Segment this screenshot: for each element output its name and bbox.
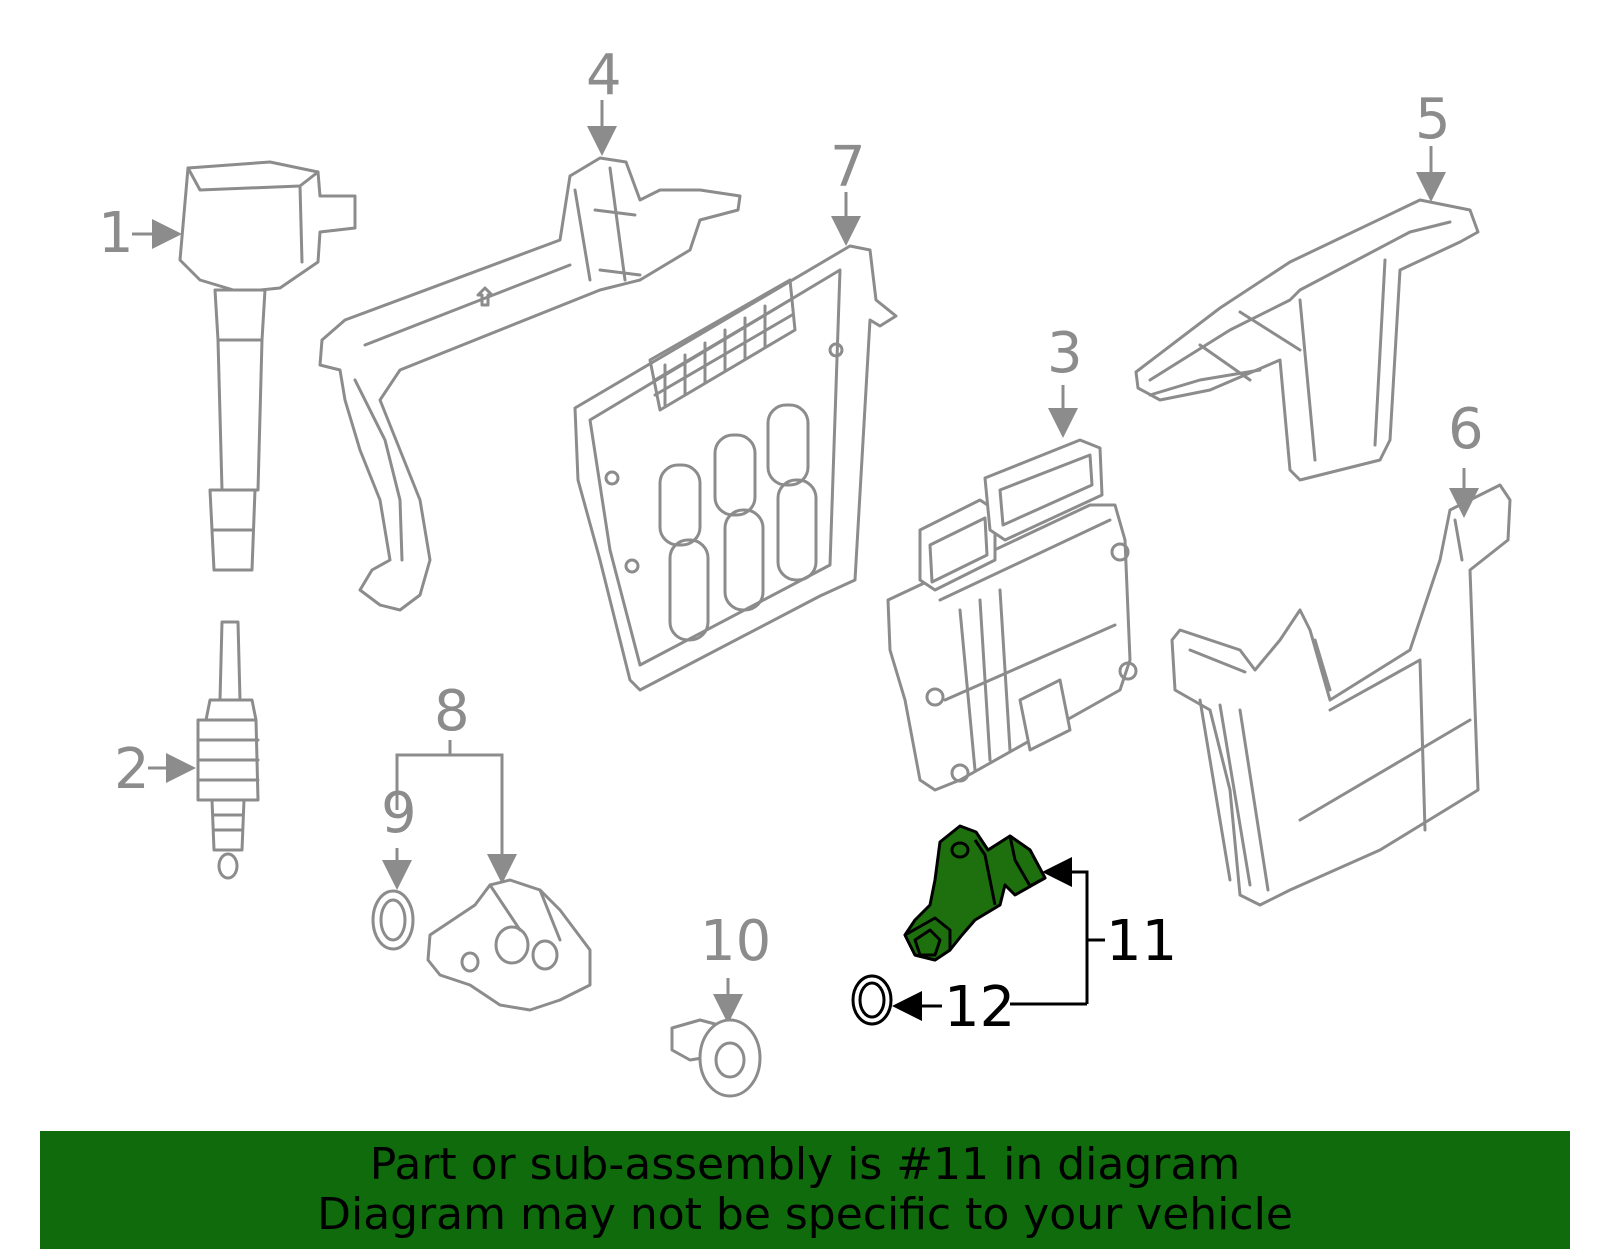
parts-diagram: 1 2 4 7 xyxy=(98,43,1512,1098)
part-9-o-ring[interactable] xyxy=(371,889,415,951)
part-8-sensor[interactable] xyxy=(426,878,592,1012)
part-10-knock-sensor[interactable] xyxy=(670,1018,762,1098)
callout-10: 10 xyxy=(700,909,771,974)
callout-7: 7 xyxy=(830,135,866,200)
part-2-spark-plug[interactable] xyxy=(196,620,260,880)
callout-4: 4 xyxy=(586,43,622,108)
part-1-ignition-coil[interactable] xyxy=(178,160,357,572)
info-banner: Part or sub-assembly is #11 in diagram D… xyxy=(40,1131,1570,1249)
callout-6: 6 xyxy=(1448,397,1484,462)
callout-2: 2 xyxy=(114,737,150,802)
callout-12: 12 xyxy=(944,975,1015,1040)
part-7-ecu-cover[interactable] xyxy=(573,244,898,692)
part-11-cam-position-sensor[interactable] xyxy=(903,824,1047,962)
part-4-harness-bracket[interactable] xyxy=(318,156,742,612)
callout-11: 11 xyxy=(1106,909,1177,974)
part-6-lower-case[interactable] xyxy=(1170,483,1512,907)
banner-line-1: Part or sub-assembly is #11 in diagram xyxy=(369,1139,1241,1190)
part-3-ecm[interactable] xyxy=(886,438,1138,792)
callout-8: 8 xyxy=(434,679,470,744)
part-5-upper-cover[interactable] xyxy=(1134,198,1480,482)
part-12-o-ring[interactable] xyxy=(851,974,893,1026)
callout-3: 3 xyxy=(1047,321,1083,386)
callout-9: 9 xyxy=(381,781,417,846)
callout-1: 1 xyxy=(98,201,134,266)
banner-line-2: Diagram may not be specific to your vehi… xyxy=(317,1189,1293,1240)
leader-11-bracket xyxy=(1042,857,1089,1004)
callout-5: 5 xyxy=(1415,87,1451,152)
